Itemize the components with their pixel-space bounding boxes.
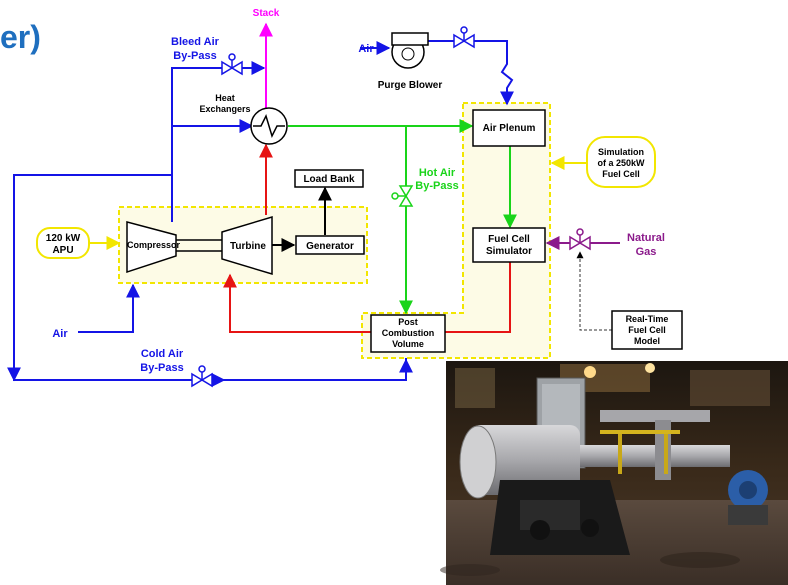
fuel-cell-simulator-label-1: Fuel Cell: [488, 234, 530, 245]
compressor-label: Compressor: [127, 240, 181, 250]
simulation-label-3: Fuel Cell: [602, 169, 640, 179]
air-top-label: Air: [358, 43, 374, 55]
fuel-cell-simulator-label-2: Simulator: [486, 246, 532, 257]
hot-air-label-2: By-Pass: [415, 180, 458, 192]
bleed-air-label-2: By-Pass: [173, 50, 216, 62]
bleed-valve-icon: [222, 54, 242, 74]
load-bank-label: Load Bank: [303, 174, 355, 185]
bleed-air-label-1: Bleed Air: [171, 36, 220, 48]
cold-air-label-1: Cold Air: [141, 348, 184, 360]
apu-label-2: APU: [52, 245, 73, 256]
heat-exchangers-label-1: Heat: [215, 93, 235, 103]
natural-gas-label-2: Gas: [636, 246, 657, 258]
real-time-model-label-3: Model: [634, 336, 660, 346]
stack-label: Stack: [253, 8, 280, 19]
model-signal-line: [580, 252, 612, 330]
hot-air-label-1: Hot Air: [419, 167, 456, 179]
title-fragment: er): [0, 19, 41, 55]
real-time-model-label-1: Real-Time: [626, 314, 669, 324]
cold-air-label-2: By-Pass: [140, 362, 183, 374]
post-combustion-label-2: Combustion: [382, 328, 435, 338]
simulation-label-1: Simulation: [598, 147, 644, 157]
post-combustion-label-3: Volume: [392, 339, 424, 349]
purge-blower-label: Purge Blower: [378, 80, 443, 91]
turbine-label: Turbine: [230, 241, 266, 252]
real-time-model-label-2: Fuel Cell: [628, 325, 666, 335]
generator-label: Generator: [306, 241, 354, 252]
facility-photo: [440, 361, 788, 585]
cold-air-valve-icon: [192, 366, 212, 386]
gas-valve-icon: [570, 229, 590, 249]
post-combustion-label-1: Post: [398, 317, 418, 327]
purge-valve-icon: [454, 27, 474, 47]
simulation-label-2: of a 250kW: [597, 158, 645, 168]
air-left-label: Air: [52, 328, 68, 340]
natural-gas-label-1: Natural: [627, 232, 665, 244]
air-plenum-label: Air Plenum: [483, 123, 536, 134]
apu-label-1: 120 kW: [46, 233, 81, 244]
heat-exchangers-label-2: Exchangers: [199, 104, 250, 114]
hot-air-valve-icon: [392, 186, 412, 206]
purge-blower-icon: [392, 33, 428, 68]
